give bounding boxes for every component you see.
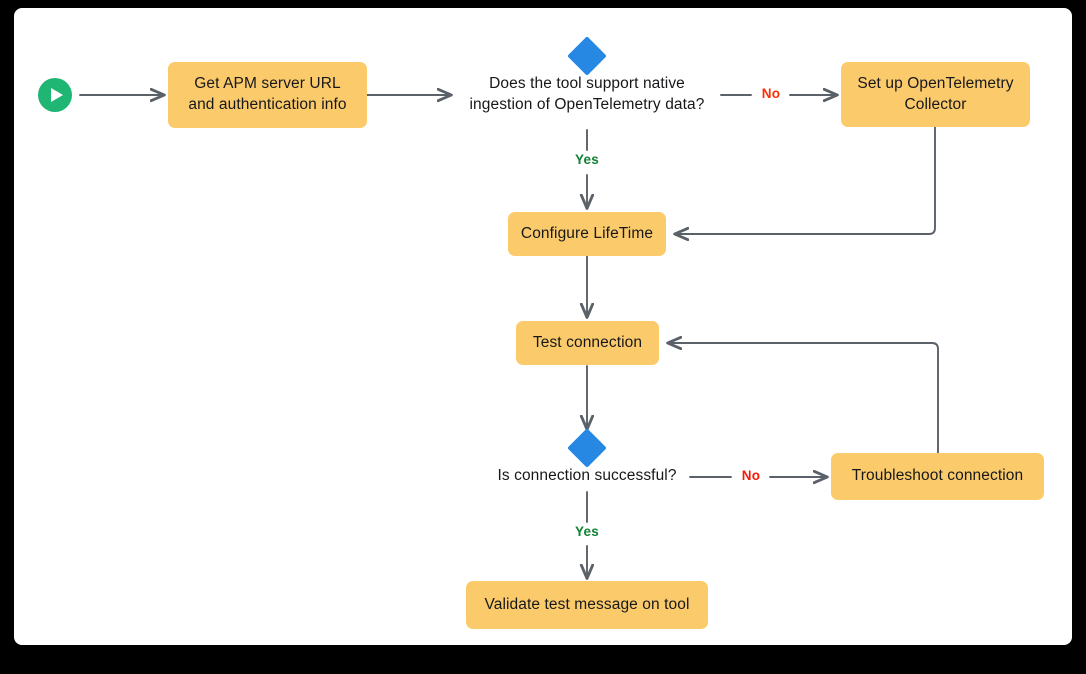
decision-label-connection-success: Is connection successful? [497,467,677,484]
node-validate-test-message[interactable]: Validate test message on tool [466,581,708,629]
edge-label-native-yes: Yes [575,152,599,167]
node-configure-lifetime[interactable]: Configure LifeTime [508,212,666,256]
node-troubleshoot-connection[interactable]: Troubleshoot connection [831,453,1044,500]
edge-label-connection-yes: Yes [575,524,599,539]
edge-label-connection-no: No [741,468,761,483]
node-test-connection[interactable]: Test connection [516,321,659,365]
start-node[interactable] [38,78,72,112]
play-icon [51,88,63,102]
edge-label-native-no: No [761,86,781,101]
